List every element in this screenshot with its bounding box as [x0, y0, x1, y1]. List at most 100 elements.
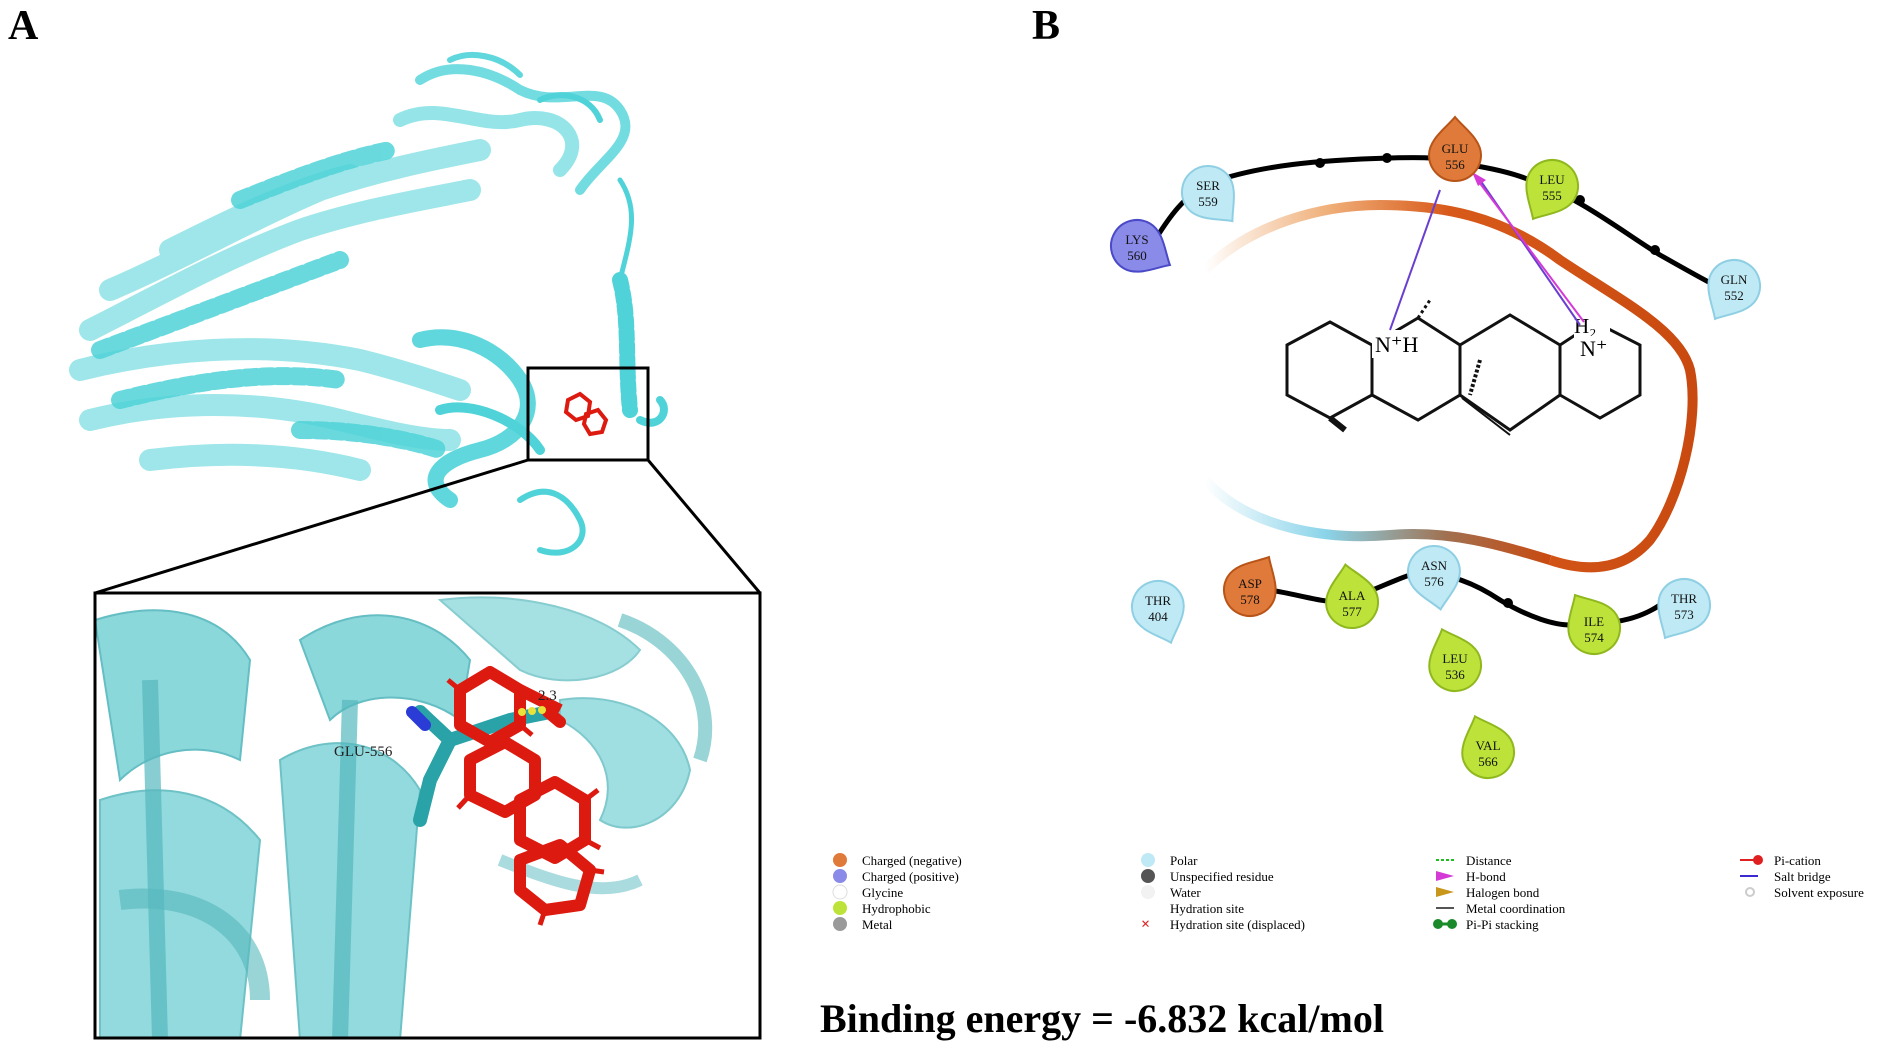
residue-name: LEU	[1442, 651, 1468, 666]
residue-shape	[1461, 714, 1515, 779]
residue-shape	[1407, 545, 1461, 611]
legend-col3: Distance H-bond Halogen bond Metal coord…	[1433, 853, 1566, 932]
ligand-n2-label: N⁺	[1580, 336, 1608, 361]
residue-shape	[1181, 165, 1235, 223]
residue-name: GLU	[1442, 141, 1469, 156]
residue-shape	[1427, 115, 1483, 182]
pocket-outline-top	[1201, 199, 1698, 573]
salt-bridge-line	[1389, 189, 1441, 331]
legend-salt-bridge: Salt bridge	[1774, 869, 1831, 884]
legend-unspecified: Unspecified residue	[1170, 869, 1274, 884]
ligand-overview	[563, 391, 609, 437]
residue-number: 560	[1127, 248, 1147, 263]
residue-name: GLN	[1721, 272, 1748, 287]
residue-shape	[1110, 219, 1172, 273]
legend-col4: Pi-cation Salt bridge Solvent exposure	[1740, 853, 1864, 900]
zoom-connector-left	[94, 458, 529, 595]
legend-pi-pi: Pi-Pi stacking	[1466, 917, 1539, 932]
residue-name: ILE	[1584, 614, 1604, 629]
legend-pi-cation: Pi-cation	[1774, 853, 1821, 868]
legend-polar: Polar	[1170, 853, 1198, 868]
residue-shape	[1428, 627, 1482, 692]
legend-col2: × Polar Unspecified residue Water Hydrat…	[1141, 853, 1305, 933]
residue-number: 555	[1542, 188, 1562, 203]
legend-solvent-exposure: Solvent exposure	[1774, 885, 1864, 900]
residue-name: THR	[1145, 593, 1171, 608]
ligand-n2-h-label: H₂	[1574, 314, 1597, 338]
residue-name: ASN	[1421, 558, 1448, 573]
residue-number: 404	[1148, 609, 1168, 624]
zoom-box	[526, 366, 650, 462]
panel-a-label: A	[8, 3, 39, 49]
legend-charged-negative: Charged (negative)	[862, 853, 962, 868]
ligand-n1-label: N⁺H	[1375, 332, 1419, 357]
residue-name: THR	[1671, 591, 1697, 606]
protein-structure	[69, 52, 668, 556]
residue-number: 552	[1724, 288, 1744, 303]
residue-number: 556	[1445, 157, 1465, 172]
residue-shape	[1657, 578, 1711, 640]
legend-metal: Metal	[862, 917, 893, 932]
residue-number: 566	[1478, 754, 1498, 769]
inset-distance-label: 2.3	[538, 688, 557, 704]
residue-shape	[1707, 259, 1761, 321]
distance-marker	[518, 706, 546, 716]
residue-name: VAL	[1475, 738, 1500, 753]
residue-number: 576	[1424, 574, 1444, 589]
legend-halogen-bond: Halogen bond	[1466, 885, 1540, 900]
residue-name: LYS	[1125, 232, 1148, 247]
legend-hydrophobic: Hydrophobic	[862, 901, 931, 916]
panel-b-label: B	[1032, 3, 1061, 49]
hbond-line	[1475, 177, 1585, 323]
legend-metal-coordination: Metal coordination	[1466, 901, 1566, 916]
residue-name: ASP	[1238, 576, 1262, 591]
legend-hydration-displaced: Hydration site (displaced)	[1170, 917, 1305, 932]
inset-view: 2.3 GLU-556	[93, 591, 762, 1040]
residue-number: 536	[1445, 667, 1465, 682]
legend-hbond: H-bond	[1466, 869, 1506, 884]
residue-shape	[1525, 159, 1579, 221]
legend-distance: Distance	[1466, 853, 1512, 868]
residue-number: 574	[1584, 630, 1604, 645]
residue-name: LEU	[1539, 172, 1565, 187]
legend-water: Water	[1170, 885, 1201, 900]
legend: Charged (negative) Charged (positive) Gl…	[832, 853, 1864, 933]
residue-number: 559	[1198, 194, 1218, 209]
hydration-displaced-icon: ×	[1141, 916, 1150, 933]
legend-charged-positive: Charged (positive)	[862, 869, 959, 884]
backbone-chains	[1149, 155, 1722, 628]
binding-energy: Binding energy = -6.832 kcal/mol	[820, 996, 1384, 1041]
zoom-connector-right	[646, 459, 762, 594]
residue-shape	[1223, 555, 1277, 617]
inset-residue-label: GLU-556	[334, 744, 393, 760]
pocket-outline-bottom	[1201, 476, 1552, 565]
backbone-nodes	[1315, 153, 1660, 608]
legend-glycine: Glycine	[862, 885, 903, 900]
residue-layer: GLU556SER559LEU555LYS560GLN552THR404ASP5…	[1110, 115, 1761, 779]
legend-col1: Charged (negative) Charged (positive) Gl…	[832, 853, 962, 932]
residue-name: ALA	[1339, 588, 1366, 603]
residue-number: 573	[1674, 607, 1694, 622]
residue-number: 577	[1342, 604, 1362, 619]
residue-shape	[1567, 593, 1621, 655]
residue-name: SER	[1196, 178, 1220, 193]
legend-hydration-site: Hydration site	[1170, 901, 1244, 916]
residue-shape	[1131, 580, 1185, 645]
residue-shape	[1325, 563, 1379, 629]
hbond-arrow-icon	[1472, 172, 1486, 186]
residue-number: 578	[1240, 592, 1260, 607]
